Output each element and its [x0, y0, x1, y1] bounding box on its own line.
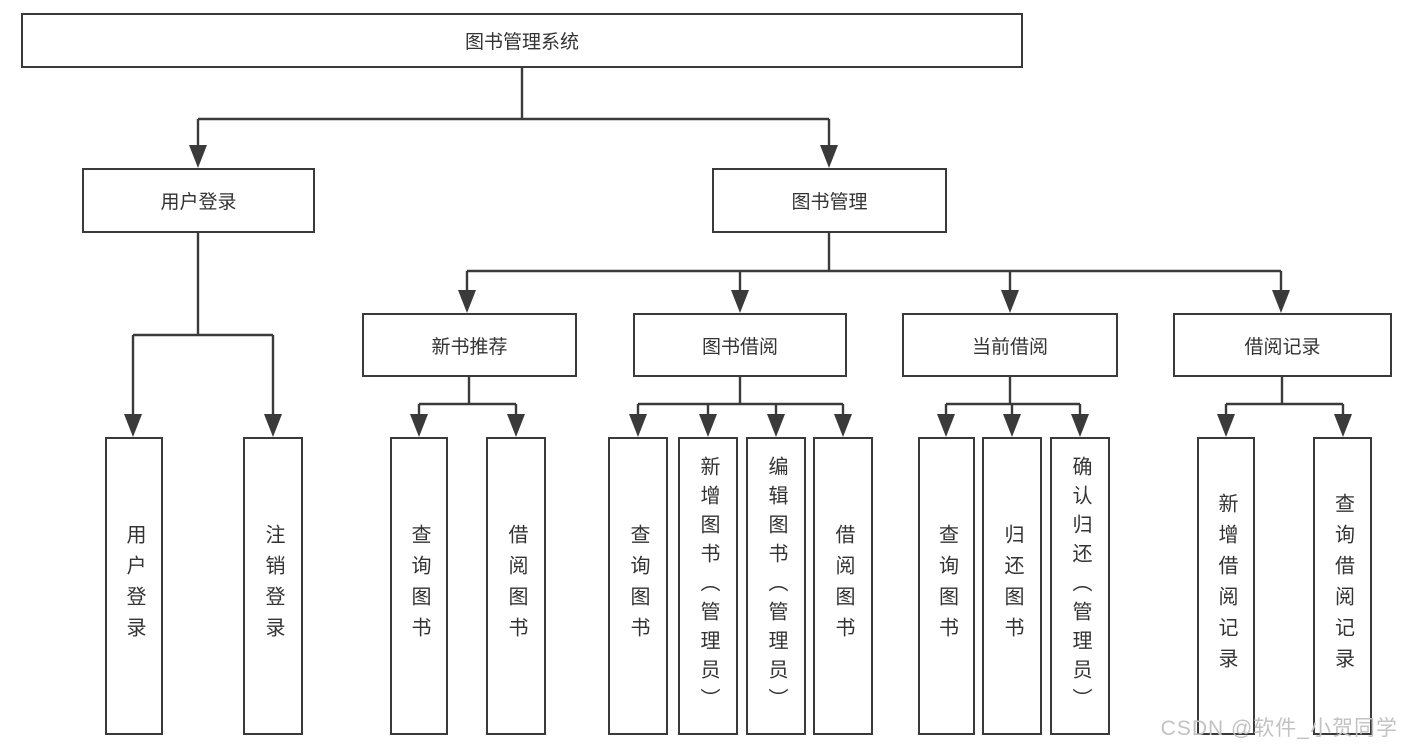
node-user-login: 用户登录: [82, 168, 315, 233]
node-label: 查询图书: [408, 524, 430, 648]
node-label: 借阅记录: [1244, 336, 1321, 358]
leaf-return-books: 归还图书: [982, 437, 1042, 735]
node-label: 查询图书: [935, 524, 958, 648]
node-label: 编辑图书（管理员）: [765, 455, 787, 717]
arrowhead: [699, 414, 717, 437]
connector-root-stem: [196, 68, 831, 146]
arrowhead: [731, 290, 749, 313]
leaf-add-borrow-record: 新增借阅记录: [1197, 437, 1255, 735]
node-new-book-recommend: 新书推荐: [362, 313, 577, 377]
node-current-borrow: 当前借阅: [902, 313, 1118, 377]
node-label: 新书推荐: [431, 336, 508, 358]
node-label: 注销登录: [262, 524, 284, 648]
arrowhead: [1334, 414, 1352, 437]
leaf-query-borrow-record: 查询借阅记录: [1313, 437, 1372, 735]
leaf-borrow-books-borrow: 借阅图书: [813, 437, 873, 735]
connector-current-borrow: [944, 377, 1082, 415]
leaf-user-login: 用户登录: [105, 437, 163, 735]
arrowhead: [1003, 414, 1021, 437]
connector-user-login: [131, 233, 275, 415]
node-borrow-records: 借阅记录: [1173, 313, 1392, 377]
node-label: 新增图书（管理员）: [697, 455, 719, 717]
arrowhead: [507, 414, 525, 437]
arrowhead: [189, 145, 207, 168]
arrowhead: [1217, 414, 1235, 437]
arrowhead: [1071, 414, 1089, 437]
leaf-query-books-recommend: 查询图书: [390, 437, 448, 735]
arrowhead: [1272, 290, 1290, 313]
leaf-query-books-current: 查询图书: [918, 437, 975, 735]
arrowhead: [834, 414, 852, 437]
leaf-borrow-books-recommend: 借阅图书: [486, 437, 546, 735]
node-label: 当前借阅: [971, 336, 1048, 358]
leaf-add-books-admin: 新增图书（管理员）: [678, 437, 738, 735]
arrowhead: [458, 290, 476, 313]
node-book-borrow: 图书借阅: [633, 313, 847, 377]
arrowhead: [410, 414, 428, 437]
arrowhead: [264, 414, 282, 437]
node-label: 查询借阅记录: [1331, 493, 1354, 679]
node-label: 用户登录: [160, 192, 237, 213]
arrowhead: [937, 414, 955, 437]
node-label: 图书管理系统: [464, 32, 579, 53]
node-label: 用户登录: [123, 524, 145, 648]
node-label: 确认归还（管理员）: [1069, 455, 1091, 717]
connector-book-management: [465, 233, 1283, 291]
leaf-confirm-return-admin: 确认归还（管理员）: [1050, 437, 1110, 735]
arrowhead: [629, 414, 647, 437]
leaf-query-books-borrow: 查询图书: [608, 437, 668, 735]
arrowhead: [767, 414, 785, 437]
arrowhead: [124, 414, 142, 437]
connector-new-book-recommend: [417, 377, 518, 415]
leaf-logout: 注销登录: [243, 437, 303, 735]
arrowhead: [1001, 290, 1019, 313]
node-label: 图书管理: [791, 192, 868, 213]
node-library-management-system: 图书管理系统: [21, 13, 1023, 68]
node-book-management: 图书管理: [712, 168, 947, 233]
node-label: 归还图书: [1001, 524, 1023, 648]
node-label: 借阅图书: [505, 524, 527, 648]
node-label: 查询图书: [627, 524, 649, 648]
node-label: 借阅图书: [832, 524, 854, 648]
node-label: 新增借阅记录: [1215, 493, 1237, 679]
arrowhead: [820, 145, 838, 168]
leaf-edit-books-admin: 编辑图书（管理员）: [746, 437, 806, 735]
connector-borrow-records: [1224, 377, 1345, 415]
node-label: 图书借阅: [701, 336, 778, 358]
connector-book-borrow: [636, 377, 845, 415]
